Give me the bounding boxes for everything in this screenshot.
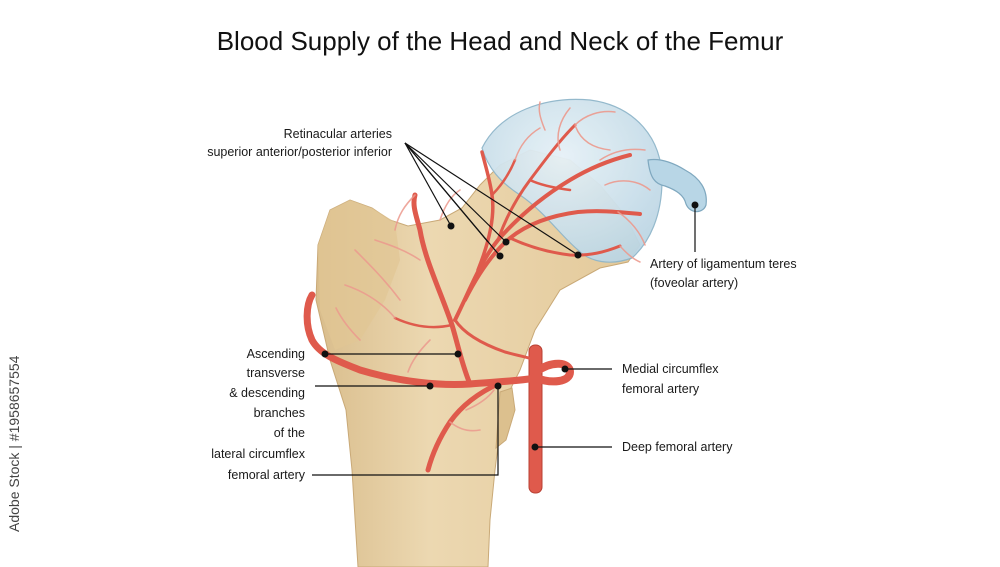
leader-dots xyxy=(321,201,699,451)
retinacular-arteries xyxy=(393,123,642,362)
label-lateral-3: & descending xyxy=(229,386,305,400)
label-medial-1: Medial circumflex xyxy=(622,362,719,376)
stock-watermark: Adobe Stock | #1958657554 xyxy=(4,320,26,535)
ligamentum-teres xyxy=(647,158,707,213)
label-teres-2: (foveolar artery) xyxy=(650,276,738,290)
label-deep: Deep femoral artery xyxy=(622,440,733,454)
label-teres-1: Artery of ligamentum teres xyxy=(650,257,797,271)
label-lateral-6: lateral circumflex xyxy=(211,447,306,461)
diagram-title: Blood Supply of the Head and Neck of the… xyxy=(216,26,784,56)
label-retinacular-2: superior anterior/posterior inferior xyxy=(207,145,392,159)
label-lateral-2: transverse xyxy=(247,366,305,380)
medial-circumflex-artery xyxy=(532,359,575,386)
label-lateral-5: of the xyxy=(274,426,305,440)
label-retinacular-1: Retinacular arteries xyxy=(284,127,392,141)
watermark-text: Adobe Stock | #1958657554 xyxy=(6,355,22,532)
trochanter-capillaries xyxy=(335,189,495,432)
leader-lines xyxy=(312,142,696,476)
label-lateral-7: femoral artery xyxy=(228,468,306,482)
label-lateral-4: branches xyxy=(254,406,305,420)
label-medial-2: femoral artery xyxy=(622,382,700,396)
lesser-trochanter xyxy=(495,387,516,450)
lateral-circumflex-trunk xyxy=(303,291,540,388)
label-lateral-1: Ascending xyxy=(247,347,305,361)
head-capillaries xyxy=(514,101,651,263)
